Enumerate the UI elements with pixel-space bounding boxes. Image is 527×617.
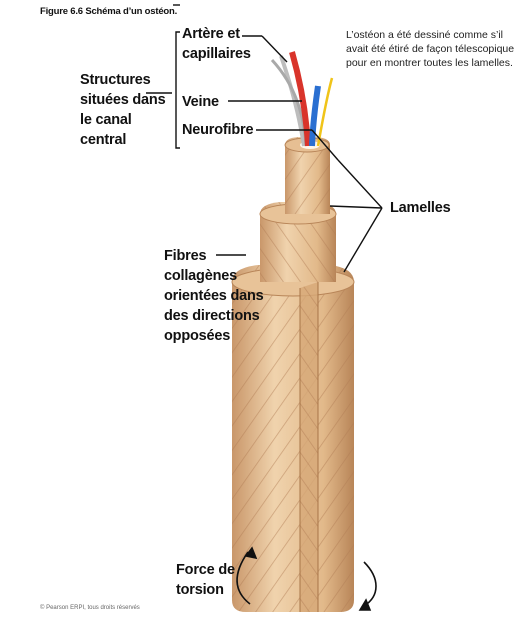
label-fibres-line4: des directions — [164, 306, 264, 326]
label-artere-line1: Artère et — [182, 24, 251, 44]
label-structures-line1: Structures — [80, 70, 165, 90]
label-force-torsion: Force de torsion — [176, 560, 235, 600]
label-artere: Artère et capillaires — [182, 24, 251, 64]
label-structures-line4: central — [80, 130, 165, 150]
label-structures-line2: situées dans — [80, 90, 165, 110]
label-artere-line2: capillaires — [182, 44, 251, 64]
label-structures-line3: le canal — [80, 110, 165, 130]
copyright-text: © Pearson ERPI, tous droits réservés — [40, 605, 140, 611]
label-structures: Structures situées dans le canal central — [80, 70, 165, 150]
label-force-line1: Force de — [176, 560, 235, 580]
label-fibres-line1: Fibres — [164, 246, 264, 266]
central-canal-vessels — [272, 52, 332, 146]
label-fibres-line3: orientées dans — [164, 286, 264, 306]
label-neurofibre: Neurofibre — [182, 120, 253, 140]
inner-lamella — [285, 137, 330, 214]
label-lamelles: Lamelles — [390, 198, 450, 218]
label-fibres-line5: opposées — [164, 326, 264, 346]
label-fibres: Fibres collagènes orientées dans des dir… — [164, 246, 264, 346]
label-fibres-line2: collagènes — [164, 266, 264, 286]
label-force-line2: torsion — [176, 580, 235, 600]
label-veine: Veine — [182, 92, 219, 112]
